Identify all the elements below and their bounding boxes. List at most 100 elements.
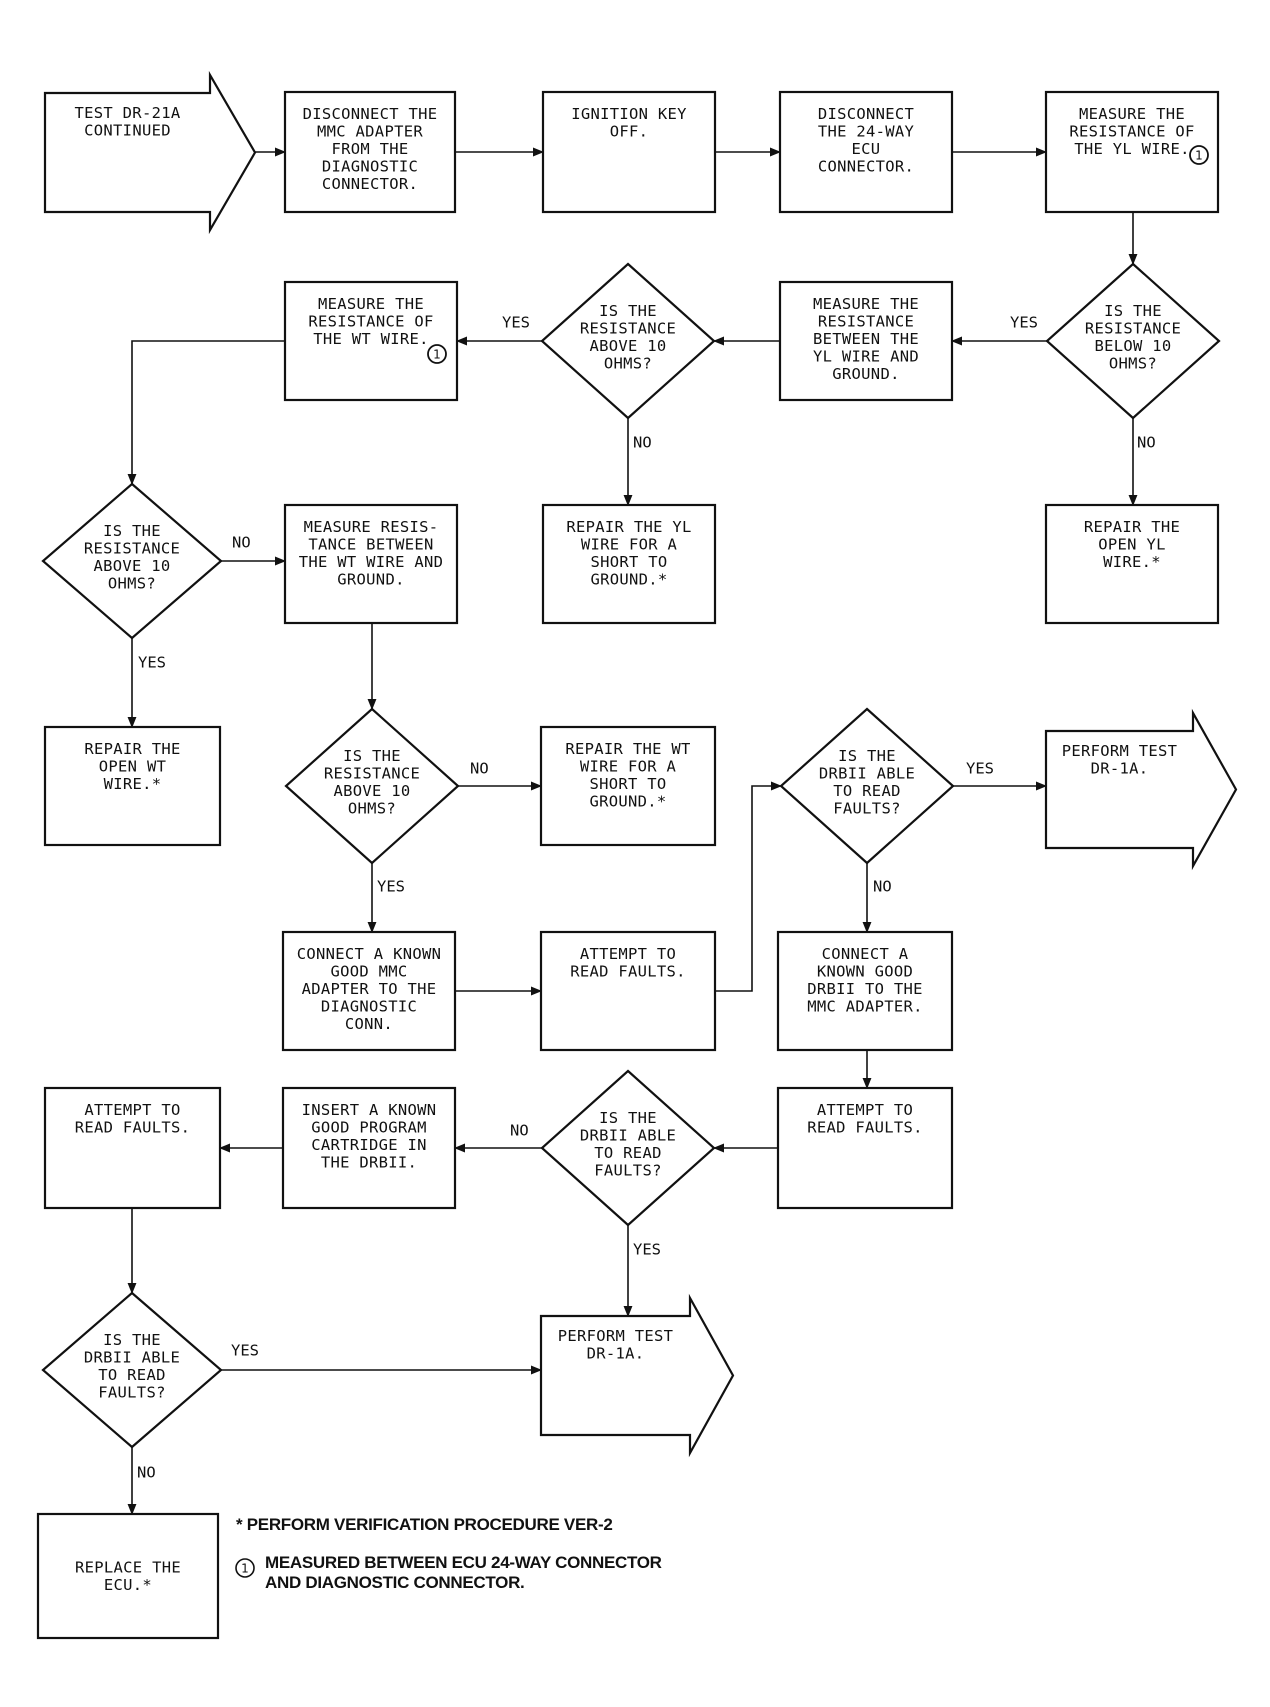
measure-wt-ground-box-line: GROUND.: [337, 570, 404, 588]
attempt-read-faults-1-box-line: ATTEMPT TO: [580, 945, 676, 963]
measure-yl-box-outline: [1044, 90, 1220, 214]
label-above10-wtg-yes: YES: [377, 878, 405, 896]
connector-layer: [127, 147, 1138, 1516]
disconnect-ecu-box-outline: [778, 90, 954, 214]
measured-note-line1: MEASURED BETWEEN ECU 24-WAY CONNECTOR: [265, 1553, 662, 1572]
measured-note: 1 MEASURED BETWEEN ECU 24-WAY CONNECTORAN…: [235, 1553, 662, 1592]
ignition-off-box-line: IGNITION KEY: [571, 105, 687, 123]
disconnect-ecu-box-line: ECU: [852, 140, 881, 158]
above-10-ohms-yl-decision-outline: [540, 262, 716, 420]
repair-yl-short-box-line: GROUND.*: [590, 570, 667, 588]
above-10-ohms-yl-decision-line: RESISTANCE: [580, 319, 676, 337]
below-10-ohms-decision-line: RESISTANCE: [1085, 319, 1181, 337]
measure-yl-ground-box-line: GROUND.: [832, 365, 899, 383]
measure-yl-box-line: THE YL WIRE.: [1074, 140, 1190, 158]
above-10-ohms-yl-decision-line: OHMS?: [604, 354, 652, 372]
repair-open-yl-box-line: REPAIR THE: [1084, 518, 1180, 536]
start-block-line: CONTINUED: [84, 121, 171, 139]
drbii-able-2-decision-line: IS THE: [599, 1108, 657, 1126]
measure-wt-box-outline: [283, 280, 459, 402]
attempt-read-faults-2-box-line: READ FAULTS.: [807, 1118, 923, 1136]
measure-wt-box-line: RESISTANCE OF: [308, 312, 433, 330]
drbii-able-2-decision-outline: [540, 1069, 716, 1227]
label-above10-yl-no: NO: [633, 434, 652, 452]
footnote-marker-yl: 1: [1189, 145, 1209, 165]
perform-test-2-block-line: DR-1A.: [587, 1344, 645, 1362]
drbii-able-3-decision-line: TO READ: [98, 1365, 165, 1383]
drbii-able-2-decision-line: DRBII ABLE: [580, 1126, 676, 1144]
insert-cartridge-box-outline: [281, 1086, 457, 1210]
repair-open-yl-box-line: OPEN YL: [1098, 535, 1165, 553]
attempt-read-faults-2-box-line: ATTEMPT TO: [817, 1101, 913, 1119]
measured-note-line2: AND DIAGNOSTIC CONNECTOR.: [265, 1573, 524, 1592]
perform-test-2-block-outline: [539, 1293, 735, 1458]
footnote-marker-wt: 1: [427, 344, 447, 364]
measure-yl-ground-box-outline: [778, 280, 954, 402]
perform-test-1-block-line: DR-1A.: [1091, 759, 1149, 777]
drbii-able-1-decision-line: FAULTS?: [833, 799, 900, 817]
above-10-ohms-yl-decision-line: IS THE: [599, 301, 657, 319]
attempt-read-faults-3-box-line: ATTEMPT TO: [84, 1101, 180, 1119]
measured-note-marker: 1: [241, 1562, 249, 1576]
edge-attempt1-to-decision: [715, 781, 783, 992]
footnote-marker-wt-text: 1: [433, 348, 441, 362]
connect-mmc-box-line: GOOD MMC: [330, 962, 407, 980]
drbii-able-1-decision-line: DRBII ABLE: [819, 764, 915, 782]
label-below10-yes: YES: [1010, 314, 1038, 332]
above-10-ohms-yl-decision-line: ABOVE 10: [589, 336, 666, 354]
repair-wt-short-box-line: WIRE FOR A: [580, 757, 677, 775]
attempt-read-faults-2-box-outline: [776, 1086, 954, 1210]
attempt-read-faults-1-box-outline: [539, 930, 717, 1052]
disconnect-mmc-box-line: DIAGNOSTIC: [322, 157, 418, 175]
above-10-ohms-wt-ground-decision-outline: [284, 707, 460, 865]
repair-yl-short-box-line: WIRE FOR A: [581, 535, 678, 553]
repair-yl-short-box-line: SHORT TO: [590, 553, 667, 571]
measure-yl-box-line: RESISTANCE OF: [1069, 122, 1194, 140]
repair-yl-short-box-line: REPAIR THE YL: [566, 518, 691, 536]
label-above10-wt-no: NO: [232, 534, 251, 552]
label-above10-wtg-no: NO: [470, 760, 489, 778]
above-10-ohms-wt-decision-outline: [41, 482, 223, 640]
measure-yl-ground-box-line: BETWEEN THE: [813, 330, 919, 348]
connect-mmc-box-line: CONNECT A KNOWN: [297, 945, 441, 963]
disconnect-mmc-box-line: MMC ADAPTER: [317, 122, 423, 140]
connect-mmc-box-line: ADAPTER TO THE: [302, 980, 437, 998]
label-drb2-yes: YES: [633, 1241, 661, 1259]
connect-mmc-box-line: DIAGNOSTIC: [321, 997, 417, 1015]
